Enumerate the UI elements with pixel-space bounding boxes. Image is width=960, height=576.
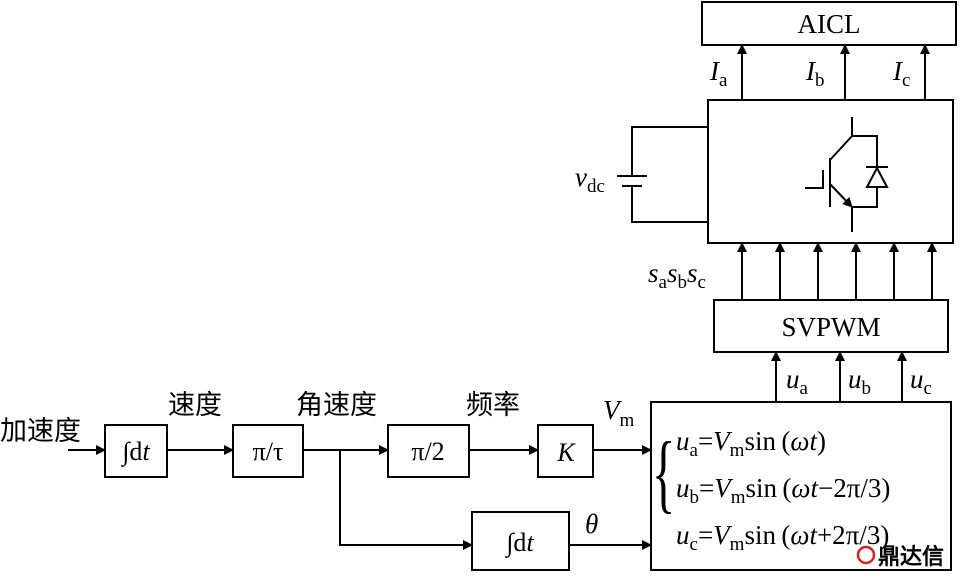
ib-label: Ib: [805, 56, 825, 91]
aicl-block: [701, 1, 957, 46]
vm-label: Vm: [603, 395, 635, 431]
reference-generator-block: [650, 401, 952, 571]
svpwm-block: [713, 299, 949, 353]
ua-label: ua: [786, 364, 809, 399]
equation-uc: uc=Vmsin (ωt+2π/3): [676, 520, 889, 555]
pi-2-block: [387, 424, 470, 478]
equation-brace: {: [652, 425, 675, 522]
switching-signals-label: sasbsc: [648, 258, 706, 293]
integrator-block-2-label: ∫dt: [504, 528, 534, 558]
vdc-label: vdc: [575, 162, 605, 197]
branch-line-to-integrator-2: [339, 450, 473, 550]
dc-link-top-wire: [631, 126, 708, 176]
theta-label: θ: [585, 509, 598, 539]
watermark-logo: 鼎达信: [856, 544, 944, 570]
igbt-switch-icon: [805, 117, 889, 232]
dc-link-bottom-wire: [631, 186, 708, 223]
uc-label: uc: [910, 364, 932, 399]
watermark-text: 鼎达信: [878, 544, 944, 570]
speed-label: 速度: [168, 390, 222, 421]
equation-ub: ub=Vmsin (ωt−2π/3): [676, 473, 890, 508]
pi-2-label: π/2: [411, 437, 444, 466]
svpwm-label: SVPWM: [781, 312, 880, 342]
accel-label: 加速度: [0, 416, 81, 447]
integrator-block-1-label: ∫dt: [120, 437, 150, 467]
ia-label: Ia: [709, 56, 728, 91]
frequency-label: 频率: [466, 390, 520, 421]
integrator-block-2: [471, 511, 570, 571]
pi-tau-label: π/τ: [253, 437, 284, 466]
equation-ua: ua=Vmsin (ωt): [676, 426, 826, 461]
ub-label: ub: [848, 364, 871, 399]
watermark-logo-icon: [856, 545, 876, 565]
ic-label: Ic: [892, 56, 910, 91]
aicl-label: AICL: [798, 9, 861, 39]
gain-label: K: [556, 438, 576, 467]
angular-speed-label: 角速度: [296, 390, 377, 421]
